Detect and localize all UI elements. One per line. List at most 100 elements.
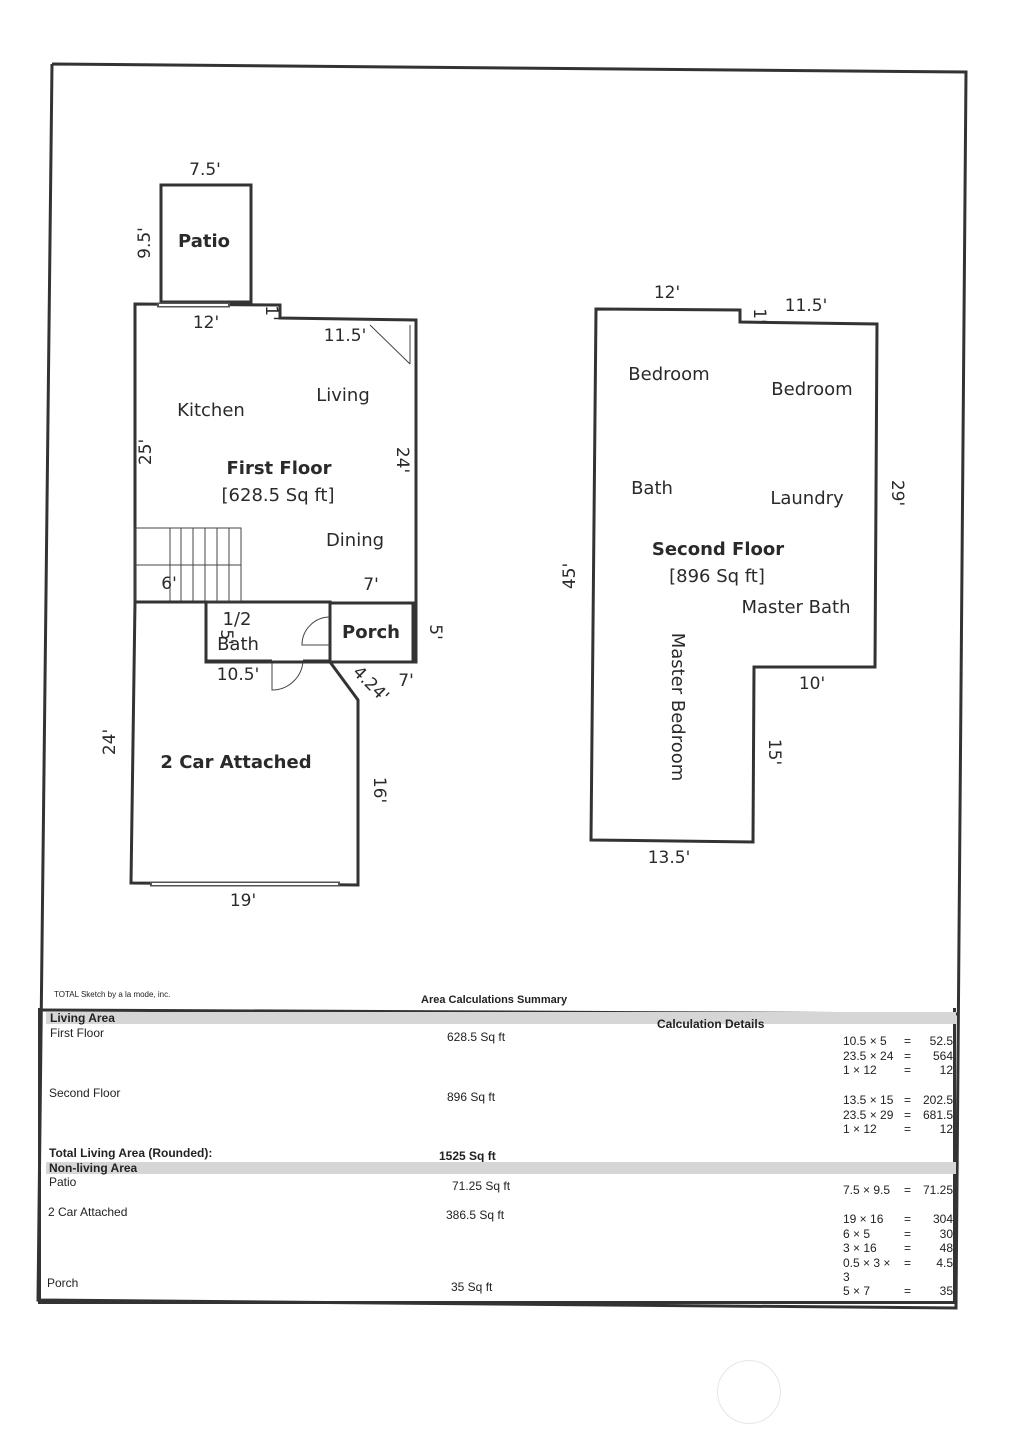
dim-first-left: 25' — [136, 439, 156, 465]
dim-patio-width: 7.5' — [189, 160, 221, 180]
dim-second-step-bottom: 10' — [799, 674, 825, 694]
calc-expression: 23.5 × 24 — [843, 1048, 894, 1063]
bedroom1-label: Bedroom — [628, 364, 709, 385]
bath-label: Bath — [631, 478, 673, 499]
bedroom2-label: Bedroom — [771, 379, 852, 400]
door-swing-upper — [301, 616, 331, 646]
dim-second-left: 45' — [560, 563, 580, 589]
living-area-header: Living Area — [50, 1011, 115, 1025]
dim-first-top-left: 12' — [193, 313, 219, 333]
dim-garage-left: 24' — [100, 729, 120, 755]
calc-equals: = — [903, 1284, 911, 1298]
calc-equals: = — [903, 1093, 911, 1107]
calc-expression: 23.5 × 29 — [843, 1107, 894, 1122]
calc-value: 12 — [939, 1063, 953, 1077]
calc-row: 23.5 × 29 = 681.5 — [843, 1108, 953, 1123]
calc-row: 23.5 × 24=564 — [843, 1049, 953, 1064]
calc-row: 5 × 7=35 — [843, 1284, 953, 1299]
summary-title: Area Calculations Summary — [421, 994, 568, 1006]
patio-outline — [159, 183, 253, 304]
dining-label: Dining — [326, 530, 384, 551]
half-bath-label-line1: 1/2 — [223, 609, 252, 630]
porch-row-label: Porch — [47, 1276, 79, 1290]
garage-row-area: 386.5 Sq ft — [446, 1208, 505, 1222]
porch-outline — [328, 601, 415, 664]
sketch-credit: TOTAL Sketch by a la mode, inc. — [54, 990, 171, 999]
calc-expression: 6 × 5 — [843, 1226, 871, 1241]
dim-first-top-right: 11.5' — [324, 326, 367, 346]
dim-second-lower-right: 15' — [764, 739, 784, 765]
watermark-circle — [717, 1360, 781, 1424]
calc-equals: = — [903, 1063, 911, 1077]
calc-value: 202.5 — [922, 1093, 953, 1107]
calc-value: 71.25 — [922, 1183, 953, 1197]
second-floor-outline — [589, 307, 879, 844]
calc-equals: = — [903, 1048, 911, 1063]
second-floor-row-area: 896 Sq ft — [447, 1090, 496, 1104]
calc-row: 6 × 5=30 — [843, 1227, 953, 1242]
calc-value: 681.5 — [922, 1107, 953, 1122]
half-bath-label-line2: Bath — [217, 634, 259, 655]
master-bedroom-label: Master Bedroom — [667, 633, 688, 782]
living-label: Living — [316, 385, 370, 406]
calc-row: 13.5 × 15 = 202.5 — [843, 1093, 953, 1108]
porch-row-area: 35 Sq ft — [451, 1280, 493, 1294]
calc-expression: 13.5 × 15 — [843, 1093, 894, 1107]
total-living-label: Total Living Area (Rounded): — [49, 1146, 213, 1160]
dim-second-top-right: 11.5' — [785, 296, 828, 316]
nonliving-area-header: Non-living Area — [49, 1161, 138, 1175]
calc-equals: = — [903, 1183, 911, 1197]
calc-value: 12 — [939, 1122, 953, 1136]
calc-expression: 1 × 12 — [843, 1122, 877, 1136]
calc-expression: 10.5 × 5 — [843, 1034, 887, 1048]
calc-equals: = — [903, 1212, 911, 1226]
calc-expression: 19 × 16 — [843, 1212, 884, 1226]
calc-expression: 0.5 × 3 × 3 — [843, 1255, 891, 1284]
living-area-band — [46, 1012, 956, 1024]
garage-row-label: 2 Car Attached — [48, 1205, 128, 1219]
dim-second-bottom: 13.5' — [648, 848, 691, 868]
dim-garage-right: 16' — [369, 777, 389, 803]
calc-row: 3 × 16 = 48 — [843, 1241, 953, 1256]
laundry-label: Laundry — [770, 488, 844, 509]
first-floor-row-label: First Floor — [50, 1026, 104, 1040]
calc-value: 48 — [939, 1241, 953, 1255]
first-floor-area: [628.5 Sq ft] — [222, 485, 335, 506]
first-floor-title: First Floor — [226, 458, 331, 479]
calc-expression: 1 × 12 — [843, 1063, 877, 1077]
dim-bath-bottom: 10.5' — [217, 665, 260, 685]
calc-row: 1 × 12 = 12 — [843, 1063, 953, 1078]
calc-equals: = — [903, 1107, 911, 1122]
area-summary-table: Area Calculations Summary Living Area Ca… — [38, 994, 956, 1304]
dim-stairs: 6' — [161, 574, 177, 594]
kitchen-label: Kitchen — [177, 400, 245, 421]
dim-bath-side: 5' — [216, 629, 236, 645]
calc-equals: = — [903, 1226, 911, 1241]
nonliving-area-band — [46, 1162, 956, 1174]
patio-row-label: Patio — [49, 1175, 77, 1189]
first-floor-row-area: 628.5 Sq ft — [447, 1030, 506, 1044]
calc-value: 4.5 — [936, 1255, 953, 1270]
dim-second-right: 29' — [887, 480, 907, 506]
second-floor-title: Second Floor — [652, 539, 784, 560]
calc-equals: = — [903, 1255, 911, 1270]
patio-calcs: 7.5 × 9.5 = 71.25 — [843, 1183, 953, 1198]
calc-row: 19 × 16=304 — [843, 1212, 953, 1227]
master-bath-label: Master Bath — [741, 597, 850, 618]
calc-row: 10.5 × 5=52.5 — [843, 1034, 953, 1049]
stairs — [134, 527, 242, 602]
dim-first-top-step: 1' — [261, 305, 281, 321]
dim-second-top-step: 1' — [749, 308, 769, 324]
calc-expression: 7.5 × 9.5 — [843, 1183, 891, 1197]
calc-equals: = — [903, 1241, 911, 1255]
dim-first-right: 24' — [392, 447, 412, 473]
calc-expression: 3 × 16 — [843, 1241, 877, 1255]
garage-label: 2 Car Attached — [160, 752, 311, 773]
dim-patio-height: 9.5' — [135, 227, 155, 259]
first-floor-outline — [133, 302, 418, 664]
calc-row: 0.5 × 3 × 3 = 4.5 — [843, 1255, 953, 1284]
porch-label: Porch — [342, 622, 400, 643]
